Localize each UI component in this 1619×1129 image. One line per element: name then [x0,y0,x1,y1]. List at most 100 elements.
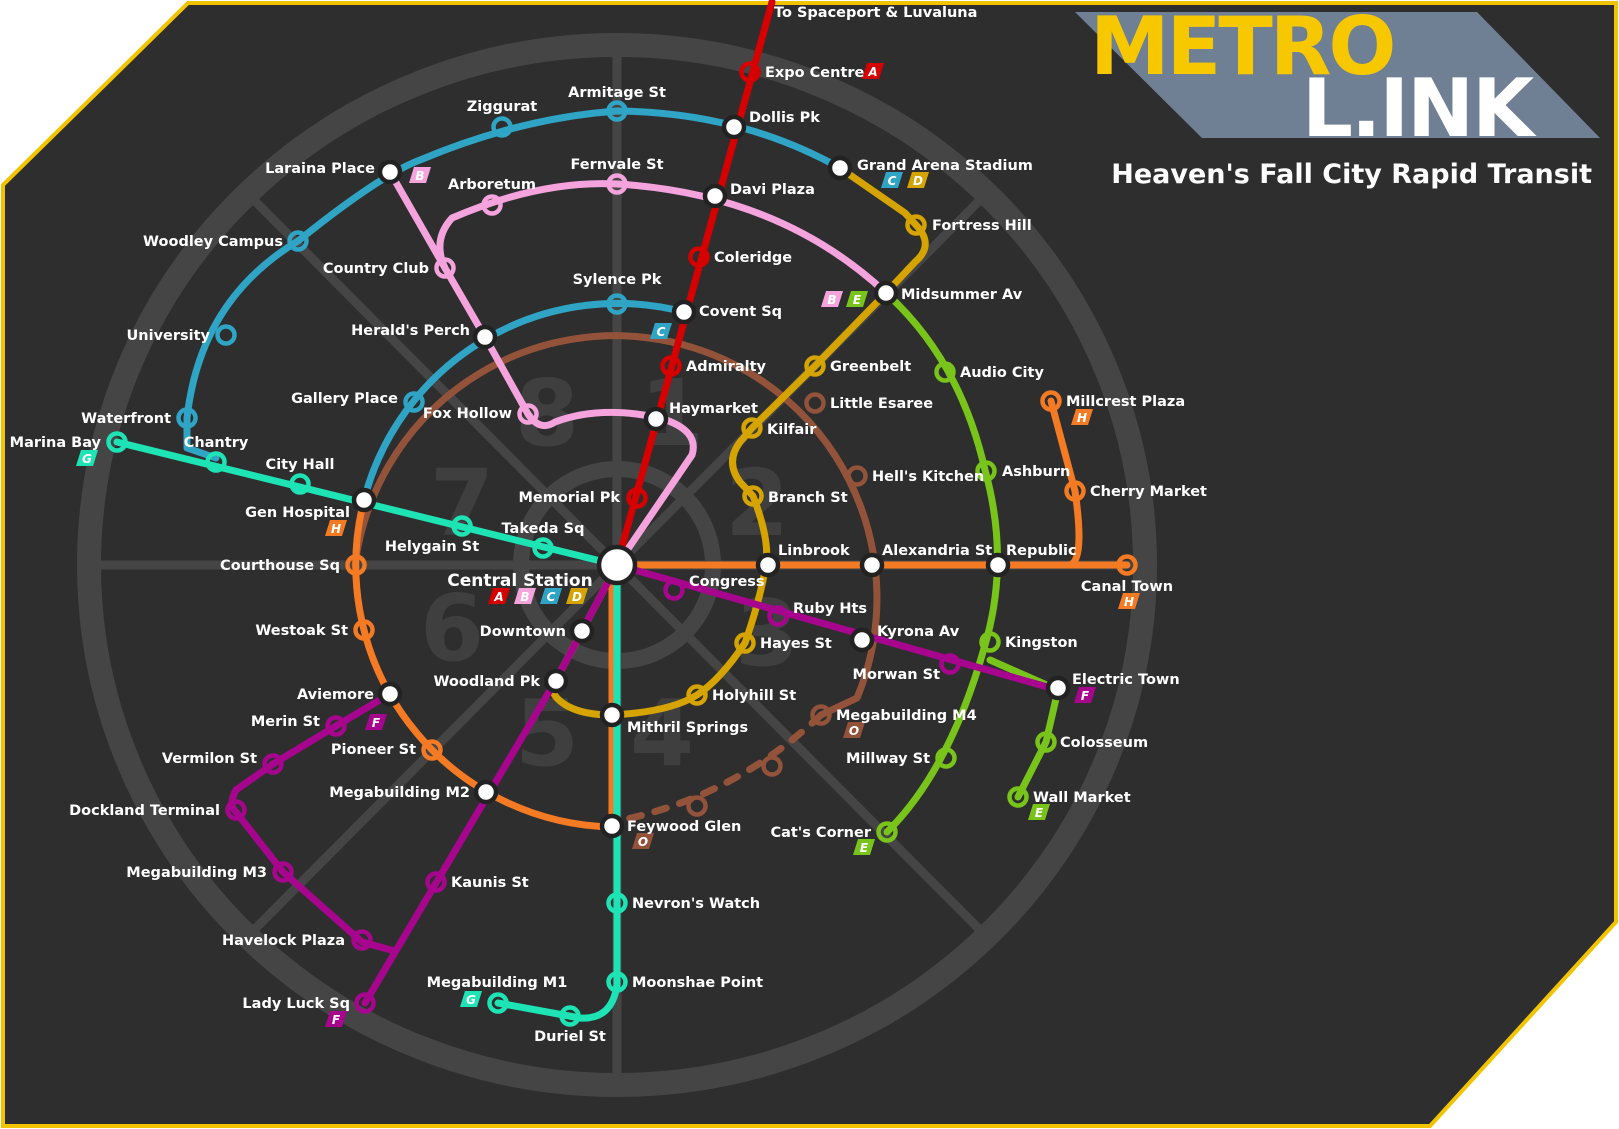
station-label-gen-hospital[interactable]: Gen Hospital [245,505,350,521]
downtown-marker[interactable] [569,618,595,644]
millcrest-plaza-marker[interactable] [1040,390,1062,412]
audio-city-marker[interactable] [934,361,956,383]
station-label-sylence-pk[interactable]: Sylence Pk [573,272,662,288]
station-label-admiralty[interactable]: Admiralty [686,359,767,375]
station-label-kaunis-st[interactable]: Kaunis St [451,875,529,891]
station-label-woodland-pk[interactable]: Woodland Pk [433,674,540,690]
central-station-marker[interactable] [596,544,638,586]
megabuilding-m3-marker[interactable] [272,861,294,883]
gallery-place-marker[interactable] [403,391,425,413]
station-label-mithril-springs[interactable]: Mithril Springs [627,720,748,736]
station-label-fernvale-st[interactable]: Fernvale St [570,157,663,173]
station-label-waterfront[interactable]: Waterfront [81,411,171,427]
lady-luck-sq-marker[interactable] [354,992,376,1014]
station-label-branch-st[interactable]: Branch St [768,490,848,506]
davi-plaza-marker[interactable] [702,183,728,209]
station-label-colosseum[interactable]: Colosseum [1060,735,1148,751]
station-label-arboretum[interactable]: Arboretum [448,177,536,193]
electric-town-marker[interactable] [1045,675,1071,701]
station-label-audio-city[interactable]: Audio City [960,365,1044,381]
station-label-duriel-st[interactable]: Duriel St [534,1029,606,1045]
station-label-laraina-place[interactable]: Laraina Place [265,161,375,177]
merin-st-marker[interactable] [325,715,347,737]
nevrons-watch-marker[interactable] [606,892,628,914]
planned-station-1-marker[interactable] [761,755,783,777]
station-label-haymarket[interactable]: Haymarket [669,401,758,417]
station-label-takeda-sq[interactable]: Takeda Sq [502,521,585,537]
station-label-grand-arena[interactable]: Grand Arena Stadium [857,158,1033,174]
fox-hollow-marker[interactable] [517,403,539,425]
millway-st-marker[interactable] [935,747,957,769]
station-label-linbrook[interactable]: Linbrook [778,543,850,559]
station-label-millcrest-plaza[interactable]: Millcrest Plaza [1066,394,1185,410]
ziggurat-marker[interactable] [491,116,513,138]
coleridge-marker[interactable] [688,246,710,268]
kaunis-st-marker[interactable] [425,871,447,893]
branch-st-marker[interactable] [742,485,764,507]
courthouse-sq-marker[interactable] [345,554,367,576]
station-label-armitage-st[interactable]: Armitage St [568,85,666,101]
covent-sq-marker[interactable] [671,299,697,325]
memorial-pk-marker[interactable] [626,487,648,509]
marina-bay-marker[interactable] [106,431,128,453]
midsummer-marker[interactable] [873,280,899,306]
dockland-terminal-marker[interactable] [225,799,247,821]
station-label-havelock-plaza[interactable]: Havelock Plaza [222,933,345,949]
station-label-coleridge[interactable]: Coleridge [714,250,792,266]
morwan-st-marker[interactable] [939,653,961,675]
waterfront-marker[interactable] [176,407,198,429]
station-label-cats-corner[interactable]: Cat's Corner [770,825,871,841]
station-label-spaceport[interactable]: To Spaceport & Luvaluna [774,5,977,21]
station-label-electric-town[interactable]: Electric Town [1072,672,1180,688]
holyhill-st-marker[interactable] [686,684,708,706]
station-label-pioneer-st[interactable]: Pioneer St [331,742,416,758]
station-label-fox-hollow[interactable]: Fox Hollow [423,406,512,422]
dollis-pk-marker[interactable] [721,114,747,140]
arboretum-marker[interactable] [481,194,503,216]
station-label-chantry[interactable]: Chantry [184,435,249,451]
fortress-hill-marker[interactable] [905,214,927,236]
canal-town-marker[interactable] [1116,554,1138,576]
station-label-aviemore[interactable]: Aviemore [297,687,374,703]
station-label-megabuilding-m4[interactable]: Megabuilding M4 [836,708,977,724]
heralds-perch-marker[interactable] [472,324,498,350]
wall-market-marker[interactable] [1007,786,1029,808]
cats-corner-marker[interactable] [876,821,898,843]
station-label-hayes-st[interactable]: Hayes St [760,636,832,652]
station-label-holyhill-st[interactable]: Holyhill St [712,688,796,704]
cherry-market-marker[interactable] [1064,480,1086,502]
chantry-marker[interactable] [205,451,227,473]
station-label-ruby-hts[interactable]: Ruby Hts [793,601,867,617]
station-label-helygain-st[interactable]: Helygain St [385,539,479,555]
station-label-feywood-glen[interactable]: Feywood Glen [627,819,741,835]
station-label-woodley-campus[interactable]: Woodley Campus [143,234,283,250]
vermilon-st-marker[interactable] [262,753,284,775]
station-label-ashburn[interactable]: Ashburn [1002,464,1070,480]
country-club-marker[interactable] [434,257,456,279]
feywood-glen-marker[interactable] [599,813,625,839]
congress-marker[interactable] [663,579,685,601]
station-label-cherry-market[interactable]: Cherry Market [1090,484,1207,500]
station-label-midsummer-av[interactable]: Midsummer Av [901,287,1023,303]
station-label-alexandria-st[interactable]: Alexandria St [882,543,992,559]
woodley-campus-marker[interactable] [287,230,309,252]
station-label-megabuilding-m2[interactable]: Megabuilding M2 [329,785,470,801]
linbrook-marker[interactable] [755,552,781,578]
station-label-republic[interactable]: Republic [1006,543,1077,559]
mithril-springs-marker[interactable] [599,702,625,728]
station-label-morwan-st[interactable]: Morwan St [853,667,941,683]
takeda-sq-marker[interactable] [532,537,554,559]
laraina-marker[interactable] [377,159,403,185]
sylence-pk-marker[interactable] [606,293,628,315]
station-label-country-club[interactable]: Country Club [323,261,429,277]
station-label-canal-town[interactable]: Canal Town [1081,579,1173,595]
station-label-downtown[interactable]: Downtown [480,624,566,640]
station-label-hells-kitchen[interactable]: Hell's Kitchen [872,469,984,485]
station-label-merin-st[interactable]: Merin St [251,714,320,730]
pioneer-st-marker[interactable] [421,739,443,761]
republic-marker[interactable] [985,552,1011,578]
havelock-plaza-marker[interactable] [351,929,373,951]
station-label-lady-luck-sq[interactable]: Lady Luck Sq [242,996,350,1012]
westoak-st-marker[interactable] [353,619,375,641]
station-label-university[interactable]: University [127,328,211,344]
